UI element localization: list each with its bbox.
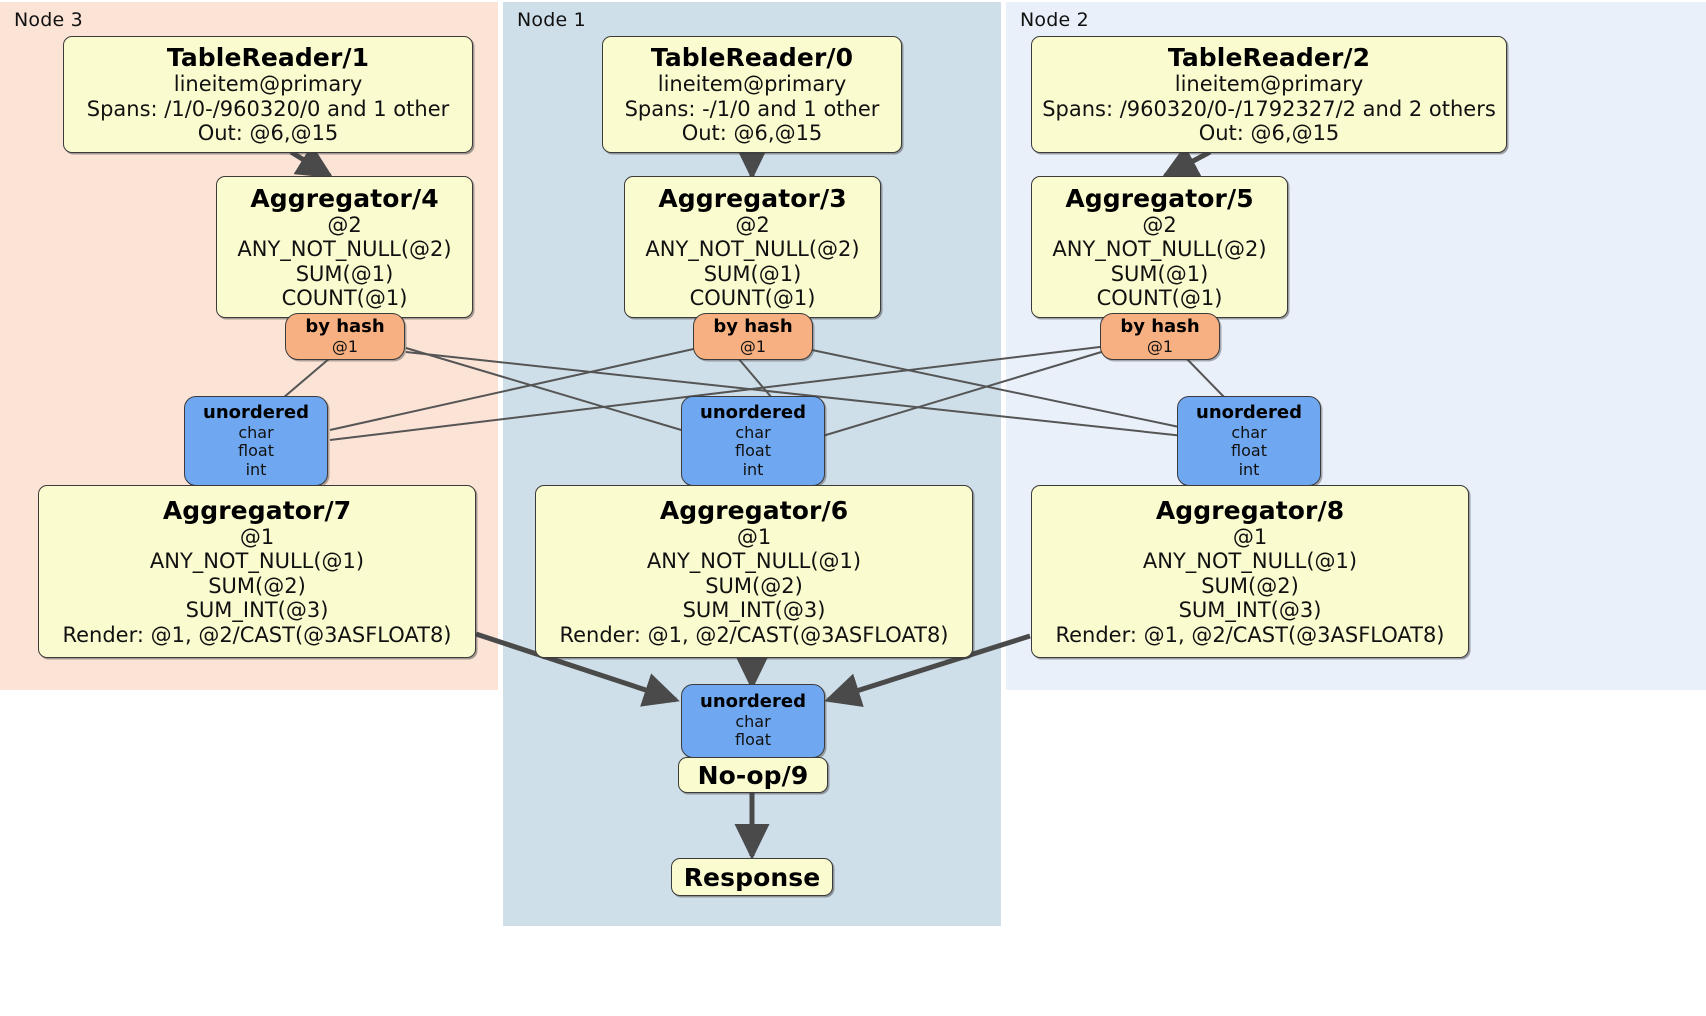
node-title: Aggregator/5 — [1065, 183, 1254, 213]
sync-unordered-node2[interactable]: unordered char float int — [1177, 396, 1321, 486]
sync-line: int — [742, 459, 764, 479]
node-line: SUM_INT(@3) — [682, 598, 826, 623]
node-line: Render: @1, @2/CAST(@3ASFLOAT8) — [559, 622, 949, 647]
router-title: by hash — [305, 315, 385, 337]
node-line: ANY_NOT_NULL(@2) — [237, 237, 452, 262]
node-title: Aggregator/6 — [659, 496, 849, 526]
sync-line: char — [735, 422, 771, 442]
sync-title: unordered — [203, 401, 309, 423]
node-line: @2 — [1142, 212, 1177, 237]
node-line: @1 — [239, 525, 275, 550]
node-line: ANY_NOT_NULL(@1) — [646, 549, 862, 574]
node-line: ANY_NOT_NULL(@1) — [149, 549, 365, 574]
sync-line: char — [1231, 422, 1267, 442]
sync-line: int — [1238, 459, 1260, 479]
node-title: TableReader/0 — [650, 43, 854, 73]
router-line: @1 — [1146, 336, 1174, 356]
sync-line: float — [735, 441, 771, 461]
node-line: SUM(@2) — [705, 573, 803, 598]
router-by-hash-node2[interactable]: by hash @1 — [1100, 313, 1220, 360]
node-line: Out: @6,@15 — [197, 121, 339, 146]
lane-node1-label: Node 1 — [517, 9, 586, 31]
node-response[interactable]: Response — [671, 858, 833, 896]
sync-title: unordered — [700, 401, 806, 423]
node-aggregator-3[interactable]: Aggregator/3 @2 ANY_NOT_NULL(@2) SUM(@1)… — [624, 176, 881, 318]
node-line: COUNT(@1) — [1096, 285, 1223, 310]
router-title: by hash — [1120, 315, 1200, 337]
sync-line: int — [245, 459, 267, 479]
node-title: Response — [683, 862, 821, 892]
node-tablereader-1[interactable]: TableReader/1 lineitem@primary Spans: /1… — [63, 36, 473, 153]
sync-title: unordered — [1196, 401, 1302, 423]
node-line: ANY_NOT_NULL(@1) — [1142, 549, 1358, 574]
sync-line: char — [238, 422, 274, 442]
node-line: @1 — [736, 525, 772, 550]
node-aggregator-6[interactable]: Aggregator/6 @1 ANY_NOT_NULL(@1) SUM(@2)… — [535, 485, 973, 658]
node-aggregator-7[interactable]: Aggregator/7 @1 ANY_NOT_NULL(@1) SUM(@2)… — [38, 485, 476, 658]
node-title: Aggregator/3 — [658, 183, 847, 213]
node-tablereader-0[interactable]: TableReader/0 lineitem@primary Spans: -/… — [602, 36, 902, 153]
node-line: lineitem@primary — [657, 72, 847, 97]
sync-unordered-node1[interactable]: unordered char float int — [681, 396, 825, 486]
node-noop-9[interactable]: No-op/9 — [678, 757, 828, 793]
node-line: SUM(@1) — [295, 261, 394, 286]
sync-line: float — [735, 730, 771, 750]
node-line: lineitem@primary — [173, 72, 363, 97]
node-title: Aggregator/8 — [1155, 496, 1345, 526]
sync-line: float — [238, 441, 274, 461]
node-line: SUM(@1) — [703, 261, 802, 286]
node-line: SUM(@1) — [1110, 261, 1209, 286]
node-line: Spans: -/1/0 and 1 other — [624, 96, 880, 121]
node-line: ANY_NOT_NULL(@2) — [645, 237, 860, 262]
node-line: @2 — [327, 212, 362, 237]
sync-title: unordered — [700, 691, 806, 713]
router-by-hash-node1[interactable]: by hash @1 — [693, 313, 813, 360]
node-line: COUNT(@1) — [689, 285, 816, 310]
node-line: lineitem@primary — [1174, 72, 1364, 97]
node-line: @2 — [735, 212, 770, 237]
node-title: Aggregator/7 — [162, 496, 352, 526]
lane-node3-label: Node 3 — [14, 9, 83, 31]
router-by-hash-node3[interactable]: by hash @1 — [285, 313, 405, 360]
node-line: Render: @1, @2/CAST(@3ASFLOAT8) — [1055, 622, 1445, 647]
node-aggregator-8[interactable]: Aggregator/8 @1 ANY_NOT_NULL(@1) SUM(@2)… — [1031, 485, 1469, 658]
sync-unordered-node3[interactable]: unordered char float int — [184, 396, 328, 486]
node-line: SUM(@2) — [208, 573, 306, 598]
node-line: COUNT(@1) — [281, 285, 408, 310]
node-line: Spans: /1/0-/960320/0 and 1 other — [86, 96, 450, 121]
node-title: TableReader/1 — [166, 43, 370, 73]
node-line: Render: @1, @2/CAST(@3ASFLOAT8) — [62, 622, 452, 647]
node-line: ANY_NOT_NULL(@2) — [1052, 237, 1267, 262]
router-title: by hash — [713, 315, 793, 337]
node-line: SUM_INT(@3) — [185, 598, 329, 623]
sync-unordered-final[interactable]: unordered char float — [681, 684, 825, 758]
lane-node2-label: Node 2 — [1020, 9, 1089, 31]
node-line: Out: @6,@15 — [681, 121, 823, 146]
sync-line: char — [735, 711, 771, 731]
node-title: Aggregator/4 — [250, 183, 439, 213]
node-line: Out: @6,@15 — [1198, 121, 1340, 146]
sync-line: float — [1231, 441, 1267, 461]
node-line: Spans: /960320/0-/1792327/2 and 2 others — [1042, 96, 1496, 121]
router-line: @1 — [331, 336, 359, 356]
node-line: SUM(@2) — [1201, 573, 1299, 598]
node-title: No-op/9 — [697, 760, 809, 790]
node-aggregator-4[interactable]: Aggregator/4 @2 ANY_NOT_NULL(@2) SUM(@1)… — [216, 176, 473, 318]
node-title: TableReader/2 — [1167, 43, 1371, 73]
node-tablereader-2[interactable]: TableReader/2 lineitem@primary Spans: /9… — [1031, 36, 1507, 153]
router-line: @1 — [739, 336, 767, 356]
node-line: @1 — [1232, 525, 1268, 550]
node-aggregator-5[interactable]: Aggregator/5 @2 ANY_NOT_NULL(@2) SUM(@1)… — [1031, 176, 1288, 318]
node-line: SUM_INT(@3) — [1178, 598, 1322, 623]
